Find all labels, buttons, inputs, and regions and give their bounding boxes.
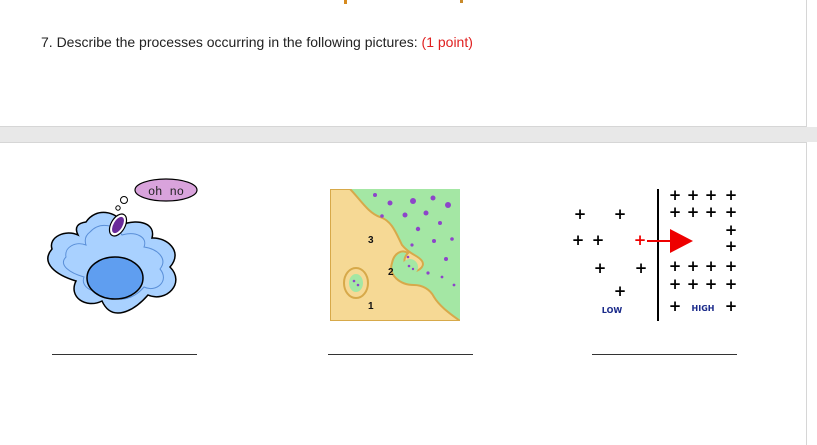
svg-text:+: + xyxy=(574,205,587,223)
svg-text:+: + xyxy=(594,259,607,277)
svg-text:+: + xyxy=(725,221,738,239)
svg-text:+: + xyxy=(687,186,700,204)
cell-picture: oh no xyxy=(47,178,198,314)
cell-inner-outline xyxy=(62,224,164,300)
svg-text:+: + xyxy=(725,203,738,221)
low-label: LOW xyxy=(602,306,623,315)
svg-text:+: + xyxy=(725,237,738,255)
svg-text:+: + xyxy=(572,231,585,249)
high-side-ions: ++++ ++++ + + ++++ ++++ + + xyxy=(669,186,738,315)
svg-text:+: + xyxy=(705,257,718,275)
question-card: 7. Describe the processes occurring in t… xyxy=(0,0,807,127)
svg-text:+: + xyxy=(725,275,738,293)
nucleus xyxy=(86,256,144,300)
membrane-label-1: 1 xyxy=(368,301,374,312)
question-prompt: 7. Describe the processes occurring in t… xyxy=(41,34,418,50)
membrane-particles xyxy=(373,193,456,287)
svg-text:+: + xyxy=(725,186,738,204)
svg-text:+: + xyxy=(725,297,738,315)
answer-line-3[interactable] xyxy=(592,354,737,355)
svg-text:+: + xyxy=(705,275,718,293)
thought-dot-medium xyxy=(120,196,128,204)
vesicle xyxy=(108,213,128,237)
svg-text:+: + xyxy=(614,282,627,300)
svg-text:+: + xyxy=(669,203,682,221)
red-arrow xyxy=(647,229,693,253)
membrane-label-2: 2 xyxy=(388,267,394,278)
svg-text:+: + xyxy=(705,203,718,221)
section-separator xyxy=(0,127,817,142)
membrane-picture: 3 2 1 xyxy=(330,189,460,321)
svg-text:+: + xyxy=(669,275,682,293)
thought-dot-small xyxy=(115,205,121,211)
question-text: 7. Describe the processes occurring in t… xyxy=(41,34,473,50)
svg-text:+: + xyxy=(635,259,648,277)
thought-bubble-text: oh no xyxy=(148,185,184,199)
svg-text:+: + xyxy=(687,275,700,293)
top-decoration xyxy=(344,0,463,4)
forming-vesicle xyxy=(402,259,418,275)
svg-text:+: + xyxy=(592,231,605,249)
points-label: (1 point) xyxy=(421,34,473,50)
svg-text:+: + xyxy=(687,203,700,221)
answer-line-2[interactable] xyxy=(328,354,473,355)
svg-text:+: + xyxy=(669,297,682,315)
svg-text:+: + xyxy=(705,186,718,204)
svg-text:+: + xyxy=(687,257,700,275)
svg-text:+: + xyxy=(669,257,682,275)
vesicle-inside-cell xyxy=(343,267,369,299)
moving-ion: + xyxy=(634,231,647,249)
svg-text:+: + xyxy=(725,257,738,275)
answer-line-1[interactable] xyxy=(52,354,197,355)
high-label: HIGH xyxy=(692,304,715,313)
low-side-ions: + + + + + + + xyxy=(572,205,648,300)
svg-text:+: + xyxy=(614,205,627,223)
gradient-picture: + + + + + + + + ++++ ++++ + + ++++ ++++ … xyxy=(572,186,738,321)
svg-text:+: + xyxy=(669,186,682,204)
membrane-label-3: 3 xyxy=(368,235,374,246)
pictures-card: oh no xyxy=(0,142,807,445)
thought-bubble xyxy=(134,178,198,202)
